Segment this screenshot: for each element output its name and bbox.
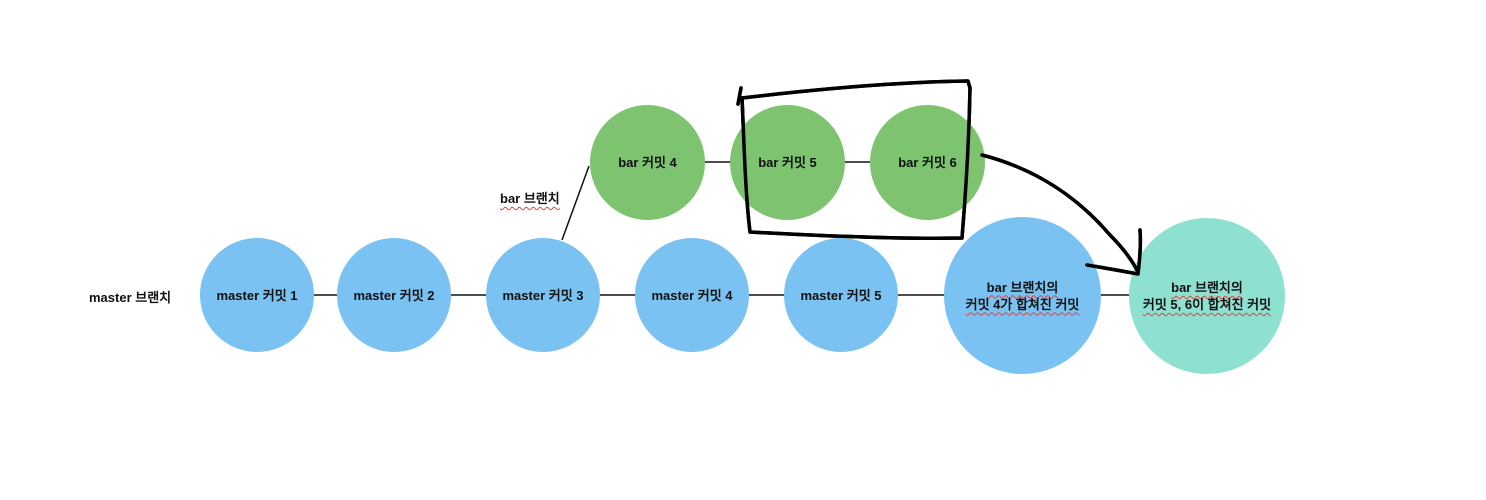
master-commit-node: master 커밋 1 [200,238,314,352]
merge-commit-label-line1: bar 브랜치의 [1171,280,1243,295]
commit-label: master 커밋 2 [353,287,435,303]
merge-commit-node-bar-5-6: bar 브랜치의 커밋 5, 6이 합쳐진 커밋 [1129,218,1285,374]
merge-commit-node-bar-4: bar 브랜치의 커밋 4가 합쳐진 커밋 [944,217,1101,374]
master-commit-node: master 커밋 3 [486,238,600,352]
commit-label: bar 커밋 4 [618,155,677,170]
commit-label: master 커밋 5 [800,287,882,303]
selection-box-overlay [736,79,972,240]
commit-label: master 커밋 4 [651,287,733,303]
master-commit-node: master 커밋 5 [784,238,898,352]
merge-arrow-overlay [980,153,1140,274]
master-commit-node: master 커밋 4 [635,238,749,352]
bar-commit-node: bar 커밋 5 [730,105,845,220]
commit-label: master 커밋 1 [216,287,298,303]
merge-commit-label-line2: 커밋 4가 합쳐진 커밋 [965,296,1080,312]
bar-commit-node: bar 커밋 4 [590,105,705,220]
merge-commit-label-line1: bar 브랜치의 [986,279,1059,295]
commit-label: master 커밋 3 [502,287,584,303]
commit-label: bar 커밋 5 [758,155,817,170]
master-commit-node: master 커밋 2 [337,238,451,352]
bar-branch-label: bar 브랜치 [500,191,560,206]
commit-label: bar 커밋 6 [898,155,957,170]
connector-lines [314,161,1130,296]
merge-commit-label-line2: 커밋 5, 6이 합쳐진 커밋 [1142,297,1272,312]
connector-branch-bar [561,165,590,241]
merge-arrow-head-overlay [1085,228,1143,276]
master-branch-label: master 브랜치 [89,290,172,305]
